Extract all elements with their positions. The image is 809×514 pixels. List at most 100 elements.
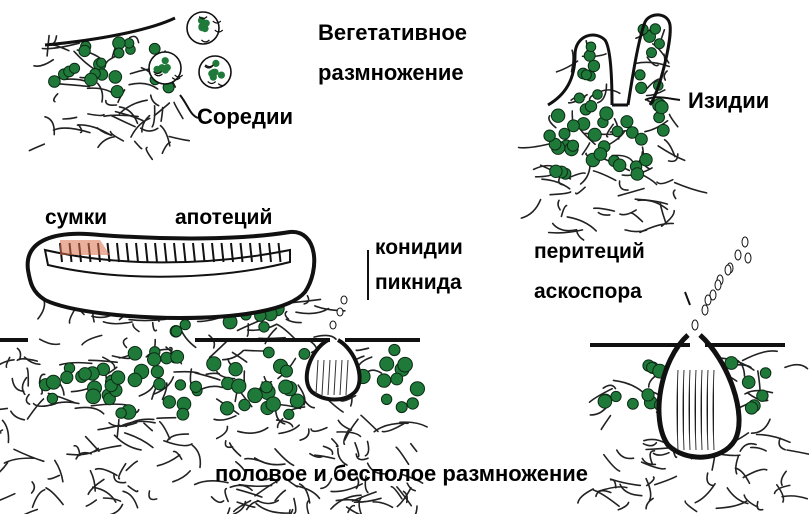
hypha: [91, 486, 117, 503]
pycnidium-structure: [304, 338, 362, 402]
algal-cell: [148, 42, 161, 55]
algal-cell: [397, 356, 413, 373]
hypha: [610, 478, 617, 489]
hypha: [11, 377, 25, 393]
ascus: [135, 242, 139, 263]
hypha: [62, 116, 78, 120]
algal-cell: [60, 370, 74, 384]
hypha: [549, 191, 572, 196]
hypha: [163, 440, 193, 447]
hypha: [720, 453, 741, 457]
pycnidium-stripe: [333, 359, 337, 396]
hypha: [113, 473, 127, 484]
hypha: [344, 418, 359, 441]
hypha: [395, 446, 410, 466]
hypha: [597, 211, 611, 216]
algal-cell: [580, 69, 592, 81]
soredium-cell: [217, 71, 225, 79]
hypha: [773, 484, 791, 495]
hypha: [109, 130, 125, 142]
algal-cell: [170, 325, 183, 338]
soredium-hypha: [153, 71, 162, 75]
pycnidium-label: пикнида: [375, 271, 462, 294]
algal-cell: [587, 59, 601, 73]
algal-cell: [635, 81, 648, 95]
hypha: [104, 99, 118, 106]
hypha: [735, 455, 740, 475]
hypha: [132, 323, 140, 333]
hypha: [151, 321, 158, 332]
hypha: [236, 488, 263, 498]
hypha: [278, 424, 300, 435]
ascospore: [701, 304, 709, 316]
hypha: [0, 359, 15, 366]
algal-cell: [388, 343, 401, 357]
hypha: [595, 489, 612, 498]
algal-cell: [219, 401, 235, 416]
hypha: [208, 340, 228, 359]
soredium-hypha: [214, 29, 224, 33]
hypha: [663, 138, 676, 158]
hypha: [93, 444, 122, 453]
algal-cell: [543, 129, 556, 142]
hypha: [156, 416, 177, 420]
ascospore: [704, 294, 712, 306]
hypha: [642, 441, 658, 447]
algal-cell: [583, 49, 596, 62]
soredium-hypha: [204, 65, 214, 69]
hypha: [52, 127, 91, 134]
pycnidium-stripe: [315, 359, 319, 396]
algal-cell: [630, 167, 645, 181]
ascus: [154, 242, 158, 263]
hypha: [110, 114, 136, 128]
algal-cell: [567, 119, 580, 133]
hypha: [575, 186, 586, 195]
hypha: [612, 379, 644, 393]
hypha: [276, 417, 284, 429]
hypha: [285, 318, 302, 324]
hypha: [156, 454, 181, 467]
hypha: [347, 504, 356, 514]
hypha: [353, 497, 382, 504]
hypha: [778, 437, 786, 451]
hypha: [254, 479, 280, 497]
hypha: [592, 170, 617, 182]
soredium-cell: [202, 19, 210, 27]
hypha: [23, 508, 39, 514]
algal-cell: [45, 374, 61, 390]
hypha: [37, 298, 46, 320]
hypha: [31, 488, 46, 509]
algal-cell: [162, 395, 177, 409]
algal-cell: [639, 153, 653, 167]
hypha: [26, 398, 45, 420]
hypha: [616, 449, 635, 460]
ascus: [201, 242, 206, 263]
hypha: [10, 410, 26, 421]
hypha: [310, 426, 328, 433]
algal-cell: [84, 72, 98, 87]
hypha: [244, 457, 264, 463]
hypha: [288, 509, 291, 514]
algal-cell: [265, 396, 281, 412]
algal-cell: [649, 23, 661, 35]
perithecium-stripe: [676, 369, 679, 451]
algal-cell: [573, 92, 585, 104]
ascus: [192, 242, 196, 263]
algal-cell: [260, 380, 273, 394]
hypha: [149, 94, 160, 107]
algal-cell: [635, 132, 648, 146]
hypha: [191, 444, 202, 469]
pycnidium-stripe: [321, 359, 325, 396]
hypha: [52, 93, 59, 103]
algal-cell: [48, 75, 61, 88]
hypha: [547, 229, 584, 234]
ascus: [144, 242, 149, 263]
hypha: [228, 442, 242, 457]
hypha: [141, 114, 151, 133]
hypha: [194, 372, 221, 381]
perithecium-inner: [676, 369, 715, 451]
ascus: [182, 242, 187, 263]
hypha: [166, 433, 190, 442]
algal-cell: [174, 379, 187, 391]
hypha: [617, 187, 645, 197]
